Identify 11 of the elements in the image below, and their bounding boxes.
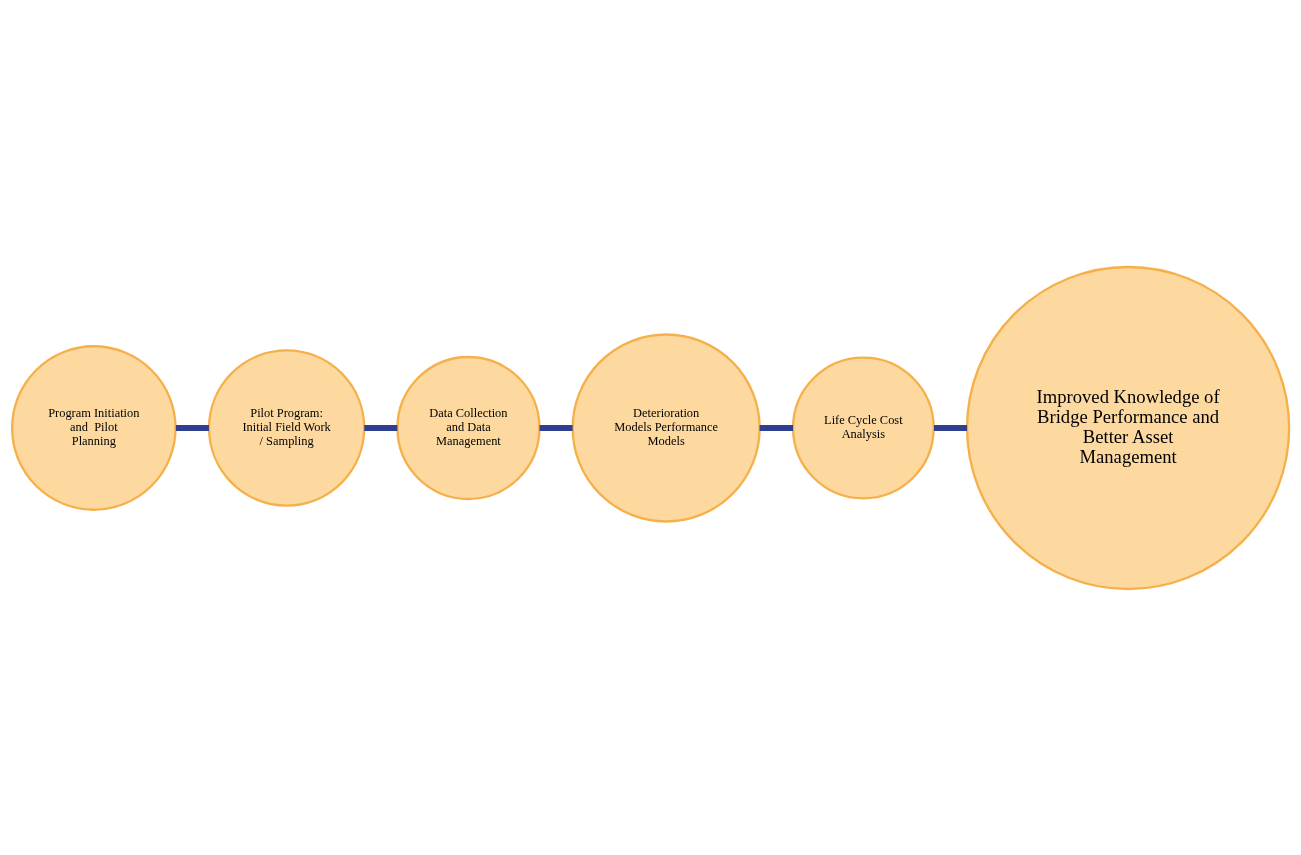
connector: [175, 424, 209, 431]
node-circle: Data Collection and Data Management: [396, 355, 541, 500]
connector: [759, 424, 793, 431]
node-circle: Improved Knowledge of Bridge Performance and Better Asset Management: [965, 265, 1291, 590]
node-circle: Program Initiation and Pilot Planning: [10, 344, 177, 511]
connector: [933, 424, 968, 431]
node-circle: Life Cycle Cost Analysis: [791, 356, 935, 499]
node-circle: Deterioration Models Performance Models: [571, 332, 761, 523]
connector: [539, 424, 573, 431]
connector: [364, 424, 398, 431]
node-circle: Pilot Program: Initial Field Work / Sampling: [207, 348, 366, 507]
